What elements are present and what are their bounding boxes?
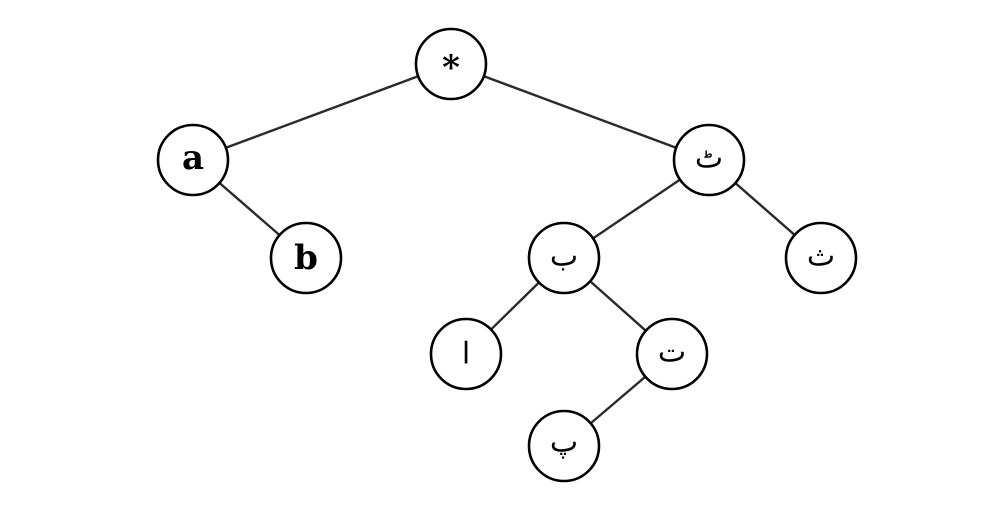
node-label-a: a (182, 138, 204, 178)
tree-node-alef: ا (429, 317, 503, 391)
node-label-alef: ا (462, 337, 470, 372)
tree-node-teh: ت (635, 317, 709, 391)
tree-node-beh: ب (527, 221, 601, 295)
edge-root-to-tteh (450, 62, 710, 162)
tree-node-tteh: ٹ (672, 123, 746, 197)
tree-node-b: b (269, 221, 343, 295)
node-label-peh: پ (550, 425, 578, 460)
node-label-beh: ب (550, 239, 578, 274)
node-label-tteh: ٹ (695, 141, 723, 176)
node-label-theh: ث (807, 239, 835, 274)
tree-nodes: * a b ٹ ب ث ا ت (156, 27, 858, 483)
tree-node-theh: ث (784, 221, 858, 295)
node-label-b: b (294, 238, 318, 278)
tree-node-a: a (156, 123, 230, 197)
tree-node-root: * (414, 27, 488, 101)
node-label-root: * (442, 48, 460, 88)
tree-node-peh: پ (527, 409, 601, 483)
edge-root-to-a (192, 62, 452, 162)
node-label-teh: ت (658, 335, 686, 370)
